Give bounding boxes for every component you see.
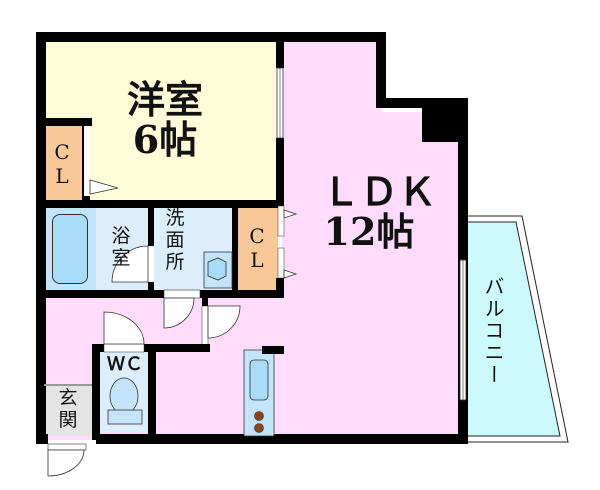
balcony-label: バルコニー [481,276,505,386]
entrance [44,386,92,436]
ldk-size: 12帖 [323,208,415,254]
toilet-label: ＷＣ [107,354,143,375]
bathtub-basin [52,214,88,284]
entrance-label: 玄 関 [58,387,78,431]
closet-western-label: C L [54,140,70,188]
ldk-room-right [380,112,460,440]
western-room-size: 6帖 [132,116,198,162]
washroom-label: 洗 面 所 [165,207,185,273]
bathroom-label: 浴 室 [111,225,131,269]
closet-western [44,124,82,200]
western-room-label: 洋室 6帖 [110,80,220,160]
western-room-name: 洋室 [126,77,203,122]
ldk-name: ＬＤＫ [321,169,436,214]
ldk-room [282,40,382,440]
closet-ldk-label: C L [249,224,265,272]
ldk-label: ＬＤＫ 12帖 [304,172,454,252]
closet-ldk [238,206,278,290]
